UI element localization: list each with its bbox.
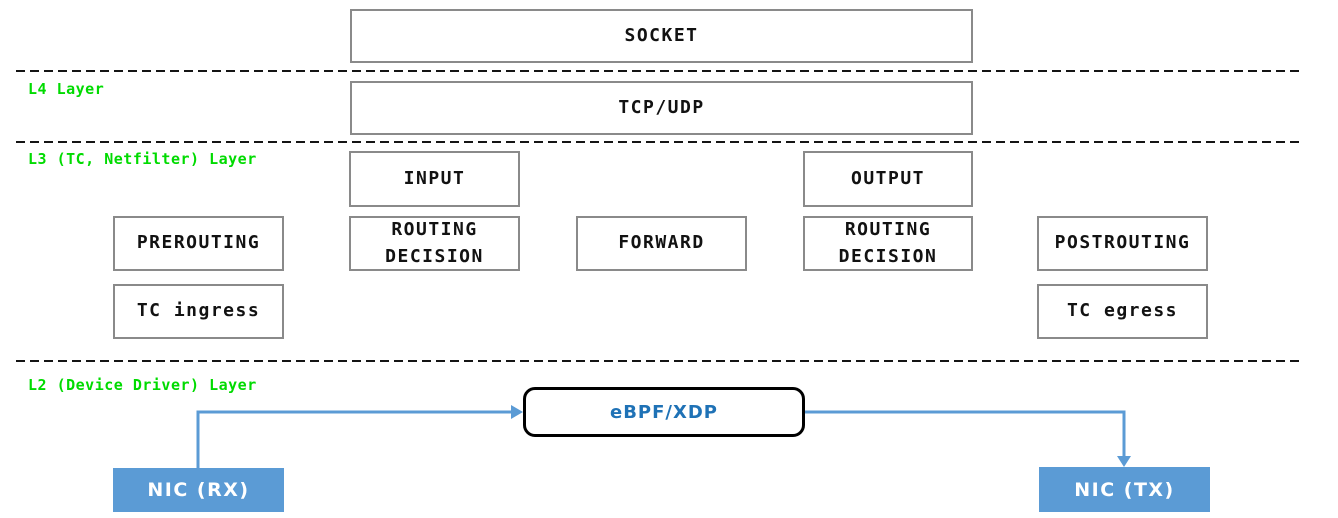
node-socket: SOCKET bbox=[350, 9, 973, 63]
node-input: INPUT bbox=[349, 151, 520, 207]
node-routing-decision-left: ROUTING DECISION bbox=[349, 216, 520, 271]
layer-label-l4: L4 Layer bbox=[28, 80, 105, 98]
node-postrouting: POSTROUTING bbox=[1037, 216, 1208, 271]
layer-label-l2: L2 (Device Driver) Layer bbox=[28, 376, 257, 394]
arrow-nic-rx-to-ebpf bbox=[196, 405, 523, 468]
arrowhead-down-icon bbox=[1117, 456, 1131, 467]
node-tcp-udp: TCP/UDP bbox=[350, 81, 973, 135]
node-output: OUTPUT bbox=[803, 151, 973, 207]
node-nic-rx: NIC (RX) bbox=[113, 468, 284, 512]
node-forward: FORWARD bbox=[576, 216, 747, 271]
node-tc-ingress: TC ingress bbox=[113, 284, 284, 339]
node-tc-egress: TC egress bbox=[1037, 284, 1208, 339]
layer-separator-l4 bbox=[16, 70, 1303, 72]
arrowhead-right-icon bbox=[511, 405, 523, 419]
node-prerouting: PREROUTING bbox=[113, 216, 284, 271]
node-nic-tx: NIC (TX) bbox=[1039, 467, 1210, 512]
layer-separator-l3 bbox=[16, 141, 1303, 143]
arrow-ebpf-to-nic-tx bbox=[805, 410, 1131, 467]
layer-label-l3: L3 (TC, Netfilter) Layer bbox=[28, 150, 257, 168]
layer-separator-l2 bbox=[16, 360, 1303, 362]
node-ebpf-xdp: eBPF/XDP bbox=[523, 387, 805, 437]
node-routing-decision-right: ROUTING DECISION bbox=[803, 216, 973, 271]
